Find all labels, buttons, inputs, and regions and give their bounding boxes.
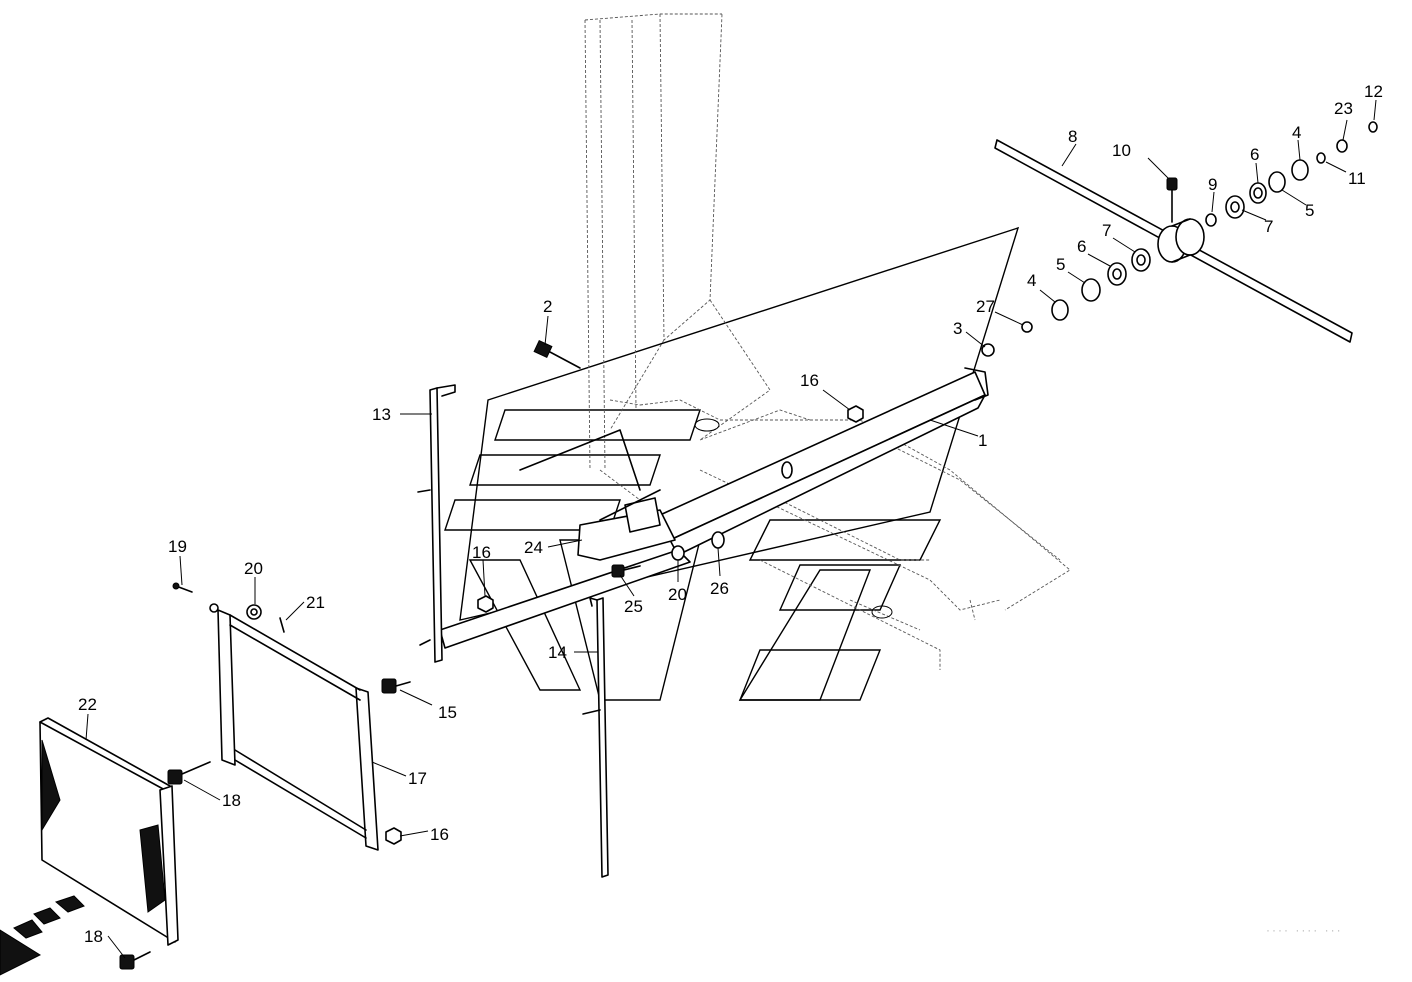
label-part-18-upper: 18 [222, 791, 241, 810]
label-part-8: 8 [1068, 127, 1077, 146]
cutoff-arrow [0, 895, 85, 976]
label-part-15: 15 [438, 703, 457, 722]
label-part-20-left: 20 [244, 559, 263, 578]
radiator-core [39, 717, 179, 946]
label-part-22: 22 [78, 695, 97, 714]
main-arm [439, 367, 989, 649]
label-part-24: 24 [524, 538, 543, 557]
label-part-11: 11 [1348, 169, 1366, 188]
bearing-stack-left [981, 248, 1151, 357]
label-part-21: 21 [306, 593, 325, 612]
mounting-bracket [519, 429, 676, 561]
label-part-1: 1 [978, 431, 987, 450]
label-part-16-top: 16 [800, 371, 819, 390]
radiator-frame [209, 603, 379, 851]
label-part-5-right: 5 [1305, 201, 1314, 220]
leader-lines [85, 99, 1377, 959]
label-part-26: 26 [710, 579, 729, 598]
bolts-and-nuts [119, 339, 864, 970]
label-part-4-left: 4 [1027, 271, 1036, 290]
label-part-17: 17 [408, 769, 427, 788]
label-part-20-right: 20 [668, 585, 687, 604]
vertical-bracket-13 [417, 384, 456, 663]
label-part-6-right: 6 [1250, 145, 1259, 164]
label-part-13: 13 [372, 405, 391, 424]
label-part-16-lower: 16 [430, 825, 449, 844]
grease-nipple [1166, 177, 1178, 223]
vertical-bracket-14 [582, 597, 609, 878]
label-part-7-left: 7 [1102, 221, 1111, 240]
label-part-6-left: 6 [1077, 237, 1086, 256]
label-part-16-arm: 16 [472, 543, 491, 562]
label-part-5-left: 5 [1056, 255, 1065, 274]
part-number-labels: 1 2 3 27 4 5 6 7 8 10 9 6 7 5 4 23 11 12… [78, 82, 1383, 946]
label-part-23: 23 [1334, 99, 1353, 118]
bearing-stack-right [1205, 121, 1378, 227]
watermark-logo [444, 226, 1020, 701]
label-part-18-lower: 18 [84, 927, 103, 946]
label-part-19: 19 [168, 537, 187, 556]
label-part-3: 3 [953, 319, 962, 338]
shaft [994, 139, 1353, 343]
vertical-column [584, 13, 811, 501]
label-part-2: 2 [543, 297, 552, 316]
label-part-14: 14 [548, 643, 567, 662]
label-part-10: 10 [1112, 141, 1131, 160]
label-part-9: 9 [1208, 175, 1217, 194]
label-part-12: 12 [1364, 82, 1383, 101]
label-part-4-right: 4 [1292, 123, 1301, 142]
label-part-27: 27 [976, 297, 995, 316]
label-part-7-right: 7 [1264, 217, 1273, 236]
faint-drawing-number: ···· ···· ··· [1266, 923, 1343, 937]
label-part-25: 25 [624, 597, 643, 616]
